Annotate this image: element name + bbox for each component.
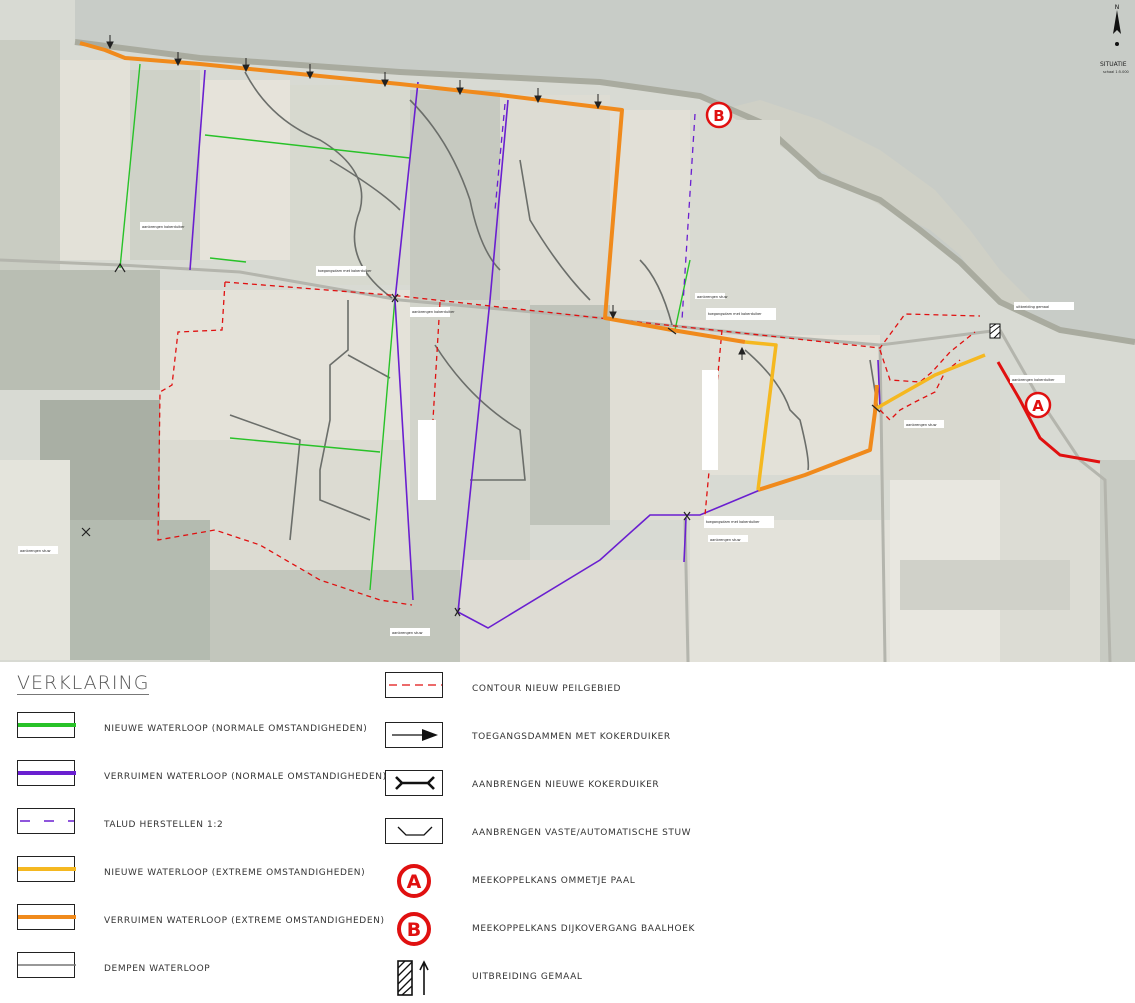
legend-swatch [385,722,443,748]
legend-label: NIEUWE WATERLOOP (EXTREME OMSTANDIGHEDEN… [104,868,366,878]
callout-text: aanbrengen kokerduiker [142,225,185,229]
legend-label: UITBREIDING GEMAAL [472,972,583,982]
legend-swatch [17,712,76,738]
situatie-scale: schaal 1:5.000 [1103,70,1129,74]
svg-text:aanbrengen stuw: aanbrengen stuw [20,549,51,553]
map-area[interactable]: aanbrengen kokerduiker toegangsdam met k… [0,0,1135,663]
svg-text:uitbreiding gemaal: uitbreiding gemaal [1016,305,1049,309]
badge-b-icon: B [385,910,443,946]
legend-label: AANBRENGEN NIEUWE KOKERDUIKER [472,780,660,790]
pump-station-icon [385,958,443,996]
legend-label: MEEKOPPELKANS DIJKOVERGANG BAALHOEK [472,924,695,934]
svg-text:toegangsdam met kokerduiker: toegangsdam met kokerduiker [318,269,372,273]
gemaal-marker [989,323,1001,339]
legend-swatch [385,672,443,698]
legend-label: VERRUIMEN WATERLOOP (EXTREME OMSTANDIGHE… [104,916,385,926]
legend-label: VERRUIMEN WATERLOOP (NORMALE OMSTANDIGHE… [104,772,387,782]
svg-text:toegangsdam met kokerduiker: toegangsdam met kokerduiker [706,520,760,524]
legend-label: NIEUWE WATERLOOP (NORMALE OMSTANDIGHEDEN… [104,724,368,734]
situatie-label: SITUATIE [1100,61,1127,68]
nieuwe-waterloop-extreem [744,340,986,491]
svg-text:B: B [407,919,421,941]
callout-labels: aanbrengen kokerduiker toegangsdam met k… [18,222,1074,636]
aerial-map-svg: aanbrengen kokerduiker toegangsdam met k… [0,0,1135,663]
kokerduiker-markers [81,262,881,617]
ommetje-paal-route [996,361,1101,464]
svg-text:A: A [407,871,422,893]
legend-swatch [17,856,76,882]
badge-a-icon: A [385,862,443,898]
legend-label: MEEKOPPELKANS OMMETJE PAAL [472,876,636,886]
talud-herstellen [494,103,696,321]
dempen-waterlopen [229,71,879,541]
field-parcels [0,40,1135,662]
north-arrow-icon: N [1113,4,1121,46]
nieuwe-waterloop-normaal [119,63,691,591]
legend-label: AANBRENGEN VASTE/AUTOMATISCHE STUW [472,828,692,838]
legend-label: TOEGANGSDAMMEN MET KOKERDUIKER [472,732,671,742]
legend-title: VERKLARING [17,672,150,695]
svg-text:N: N [1115,4,1120,11]
legend-swatch [17,904,76,930]
badge-b[interactable]: B [705,101,733,129]
svg-text:aanbrengen kokerduiker: aanbrengen kokerduiker [412,310,455,314]
legend-swatch [385,818,443,844]
verruimen-waterloop-normaal [189,69,881,629]
toegangsdam-arrows [106,35,746,360]
svg-text:aanbrengen stuw: aanbrengen stuw [697,295,728,299]
legend-label: CONTOUR NIEUW PEILGEBIED [472,684,622,694]
legend-swatch [17,760,76,786]
verruimen-waterloop-extreem [79,41,879,492]
legend: VERKLARING NIEUWE WATERLOOP (NORMALE OMS… [0,662,1135,1003]
badge-a[interactable]: A [1024,391,1052,419]
legend-swatch [385,770,443,796]
legend-swatch [17,952,76,978]
svg-text:toegangsdam met kokerduiker: toegangsdam met kokerduiker [708,312,762,316]
legend-label: TALUD HERSTELLEN 1:2 [104,820,224,830]
legend-swatch [17,808,75,834]
svg-text:A: A [1032,397,1044,415]
vertical-annotations [418,370,718,500]
svg-text:aanbrengen stuw: aanbrengen stuw [710,538,741,542]
svg-text:aanbrengen stuw: aanbrengen stuw [906,423,937,427]
svg-text:aanbrengen kokerduiker: aanbrengen kokerduiker [1012,378,1055,382]
legend-label: DEMPEN WATERLOOP [104,964,211,974]
svg-text:B: B [713,107,724,125]
svg-text:aanbrengen stuw: aanbrengen stuw [392,631,423,635]
